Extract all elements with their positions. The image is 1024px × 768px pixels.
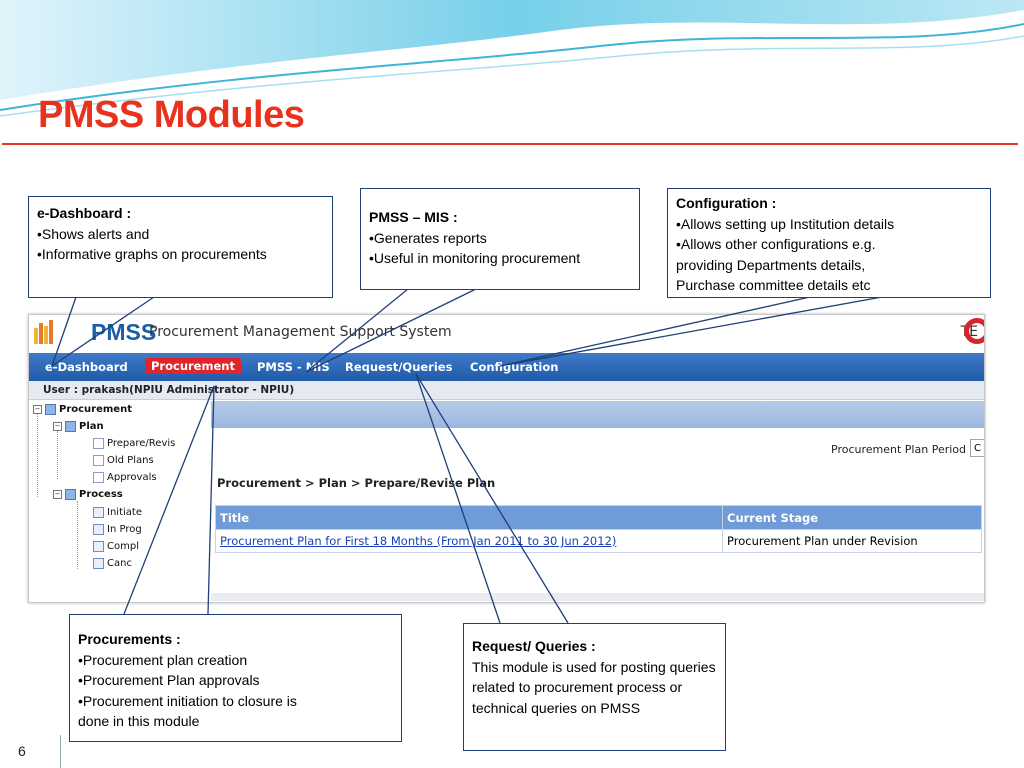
period-label: Procurement Plan Period: [831, 443, 966, 456]
callout-pmss-mis: PMSS – MIS : •Generates reports •Useful …: [360, 188, 640, 290]
form-icon: [93, 524, 104, 535]
tree-item-initiate[interactable]: Initiate: [93, 507, 142, 518]
callout-line: done in this module: [78, 713, 200, 729]
slide-title: PMSS Modules: [38, 94, 305, 136]
collapse-icon[interactable]: −: [53, 422, 62, 431]
app-logo: PMSS: [91, 319, 157, 345]
callout-heading: Configuration :: [676, 195, 777, 211]
callout-line: •Allows setting up Institution details: [676, 215, 895, 232]
plan-table: Title Current Stage Procurement Plan for…: [215, 505, 982, 553]
form-icon: [93, 558, 104, 569]
form-icon: [93, 541, 104, 552]
nav-configuration[interactable]: Configuration: [470, 360, 559, 374]
collapse-icon[interactable]: −: [53, 490, 62, 499]
nav-pmss-mis[interactable]: PMSS - MIS: [257, 360, 330, 374]
tree-item-in-progress[interactable]: In Prog: [93, 524, 142, 535]
pmss-app-screenshot: PMSS Procurement Management Support Syst…: [28, 314, 985, 603]
plan-folder-icon: [65, 421, 76, 432]
callout-e-dashboard: e-Dashboard : •Shows alerts and •Informa…: [28, 196, 333, 298]
process-folder-icon: [65, 489, 76, 500]
content-header-band: [211, 401, 984, 428]
callout-line: •Useful in monitoring procurement: [369, 250, 581, 266]
nav-e-dashboard[interactable]: e-Dashboard: [45, 360, 128, 374]
callout-heading: e-Dashboard :: [37, 205, 132, 221]
nav-request-queries[interactable]: Request/Queries: [345, 360, 453, 374]
callout-request-queries: Request/ Queries : This module is used f…: [463, 623, 726, 751]
nav-tree: − Procurement − Plan Prepare/Revis Old P…: [29, 401, 211, 601]
plan-current-stage: Procurement Plan under Revision: [722, 529, 982, 553]
header-wave-decoration: [0, 0, 1024, 117]
callout-line: •Generates reports: [369, 229, 487, 246]
tree-item-completed[interactable]: Compl: [93, 541, 139, 552]
page-number: 6: [18, 743, 26, 759]
callout-line: •Informative graphs on procurements: [37, 246, 267, 262]
callout-line: providing Departments details,: [676, 256, 866, 273]
tree-item-cancelled[interactable]: Canc: [93, 558, 132, 569]
period-select[interactable]: C: [970, 439, 984, 457]
callout-heading: Request/ Queries :: [472, 638, 596, 654]
app-name: Procurement Management Support System: [149, 324, 452, 340]
table-row: Procurement Plan for First 18 Months (Fr…: [215, 529, 982, 553]
callout-line: •Shows alerts and: [37, 225, 150, 242]
column-header-title[interactable]: Title: [215, 505, 723, 530]
tree-root-procurement[interactable]: − Procurement: [33, 404, 132, 415]
callout-line: •Allows other configurations e.g.: [676, 236, 876, 252]
callout-line: •Procurement initiation to closure is: [78, 692, 297, 709]
document-icon: [93, 438, 104, 449]
logo-bars-icon: [34, 320, 53, 344]
callout-procurements: Procurements : •Procurement plan creatio…: [69, 614, 402, 742]
callout-heading: Procurements :: [78, 631, 181, 647]
tree-item-old-plans[interactable]: Old Plans: [93, 455, 154, 466]
document-icon: [93, 455, 104, 466]
main-nav: e-Dashboard Procurement PMSS - MIS Reque…: [29, 353, 984, 381]
breadcrumb: Procurement > Plan > Prepare/Revise Plan: [217, 476, 496, 490]
table-header-row: Title Current Stage: [215, 505, 982, 530]
column-header-current-stage[interactable]: Current Stage: [722, 505, 982, 530]
callout-line: Purchase committee details etc: [676, 277, 871, 293]
nav-procurement[interactable]: Procurement: [145, 358, 241, 374]
tree-connector: [37, 413, 38, 497]
user-info: User : prakash(NPIU Administrator - NPIU…: [43, 384, 295, 396]
collapse-icon[interactable]: −: [33, 405, 42, 414]
tree-plan[interactable]: − Plan: [53, 421, 104, 432]
user-bar: User : prakash(NPIU Administrator - NPIU…: [29, 381, 984, 400]
tree-connector: [57, 431, 58, 479]
tree-item-approvals[interactable]: Approvals: [93, 472, 157, 483]
scroll-strip: [211, 593, 984, 601]
title-divider: [2, 143, 1018, 145]
form-icon: [93, 507, 104, 518]
callout-heading: PMSS – MIS :: [369, 209, 458, 225]
tree-process[interactable]: − Process: [53, 489, 123, 500]
tree-connector: [77, 501, 78, 569]
app-header: PMSS Procurement Management Support Syst…: [29, 315, 984, 349]
document-icon: [93, 472, 104, 483]
callout-configuration: Configuration : •Allows setting up Insti…: [667, 188, 991, 298]
procurement-folder-icon: [45, 404, 56, 415]
callout-line: •Procurement plan creation: [78, 651, 248, 668]
callout-body: This module is used for posting queries …: [472, 658, 716, 716]
tree-item-prepare-revise[interactable]: Prepare/Revis: [93, 438, 175, 449]
callout-line: •Procurement Plan approvals: [78, 672, 260, 688]
main-content: Procurement Plan Period C Procurement > …: [211, 401, 984, 601]
brand-logo-icon: [964, 318, 984, 344]
page-number-divider: [60, 735, 61, 768]
plan-title-link[interactable]: Procurement Plan for First 18 Months (Fr…: [215, 529, 723, 553]
